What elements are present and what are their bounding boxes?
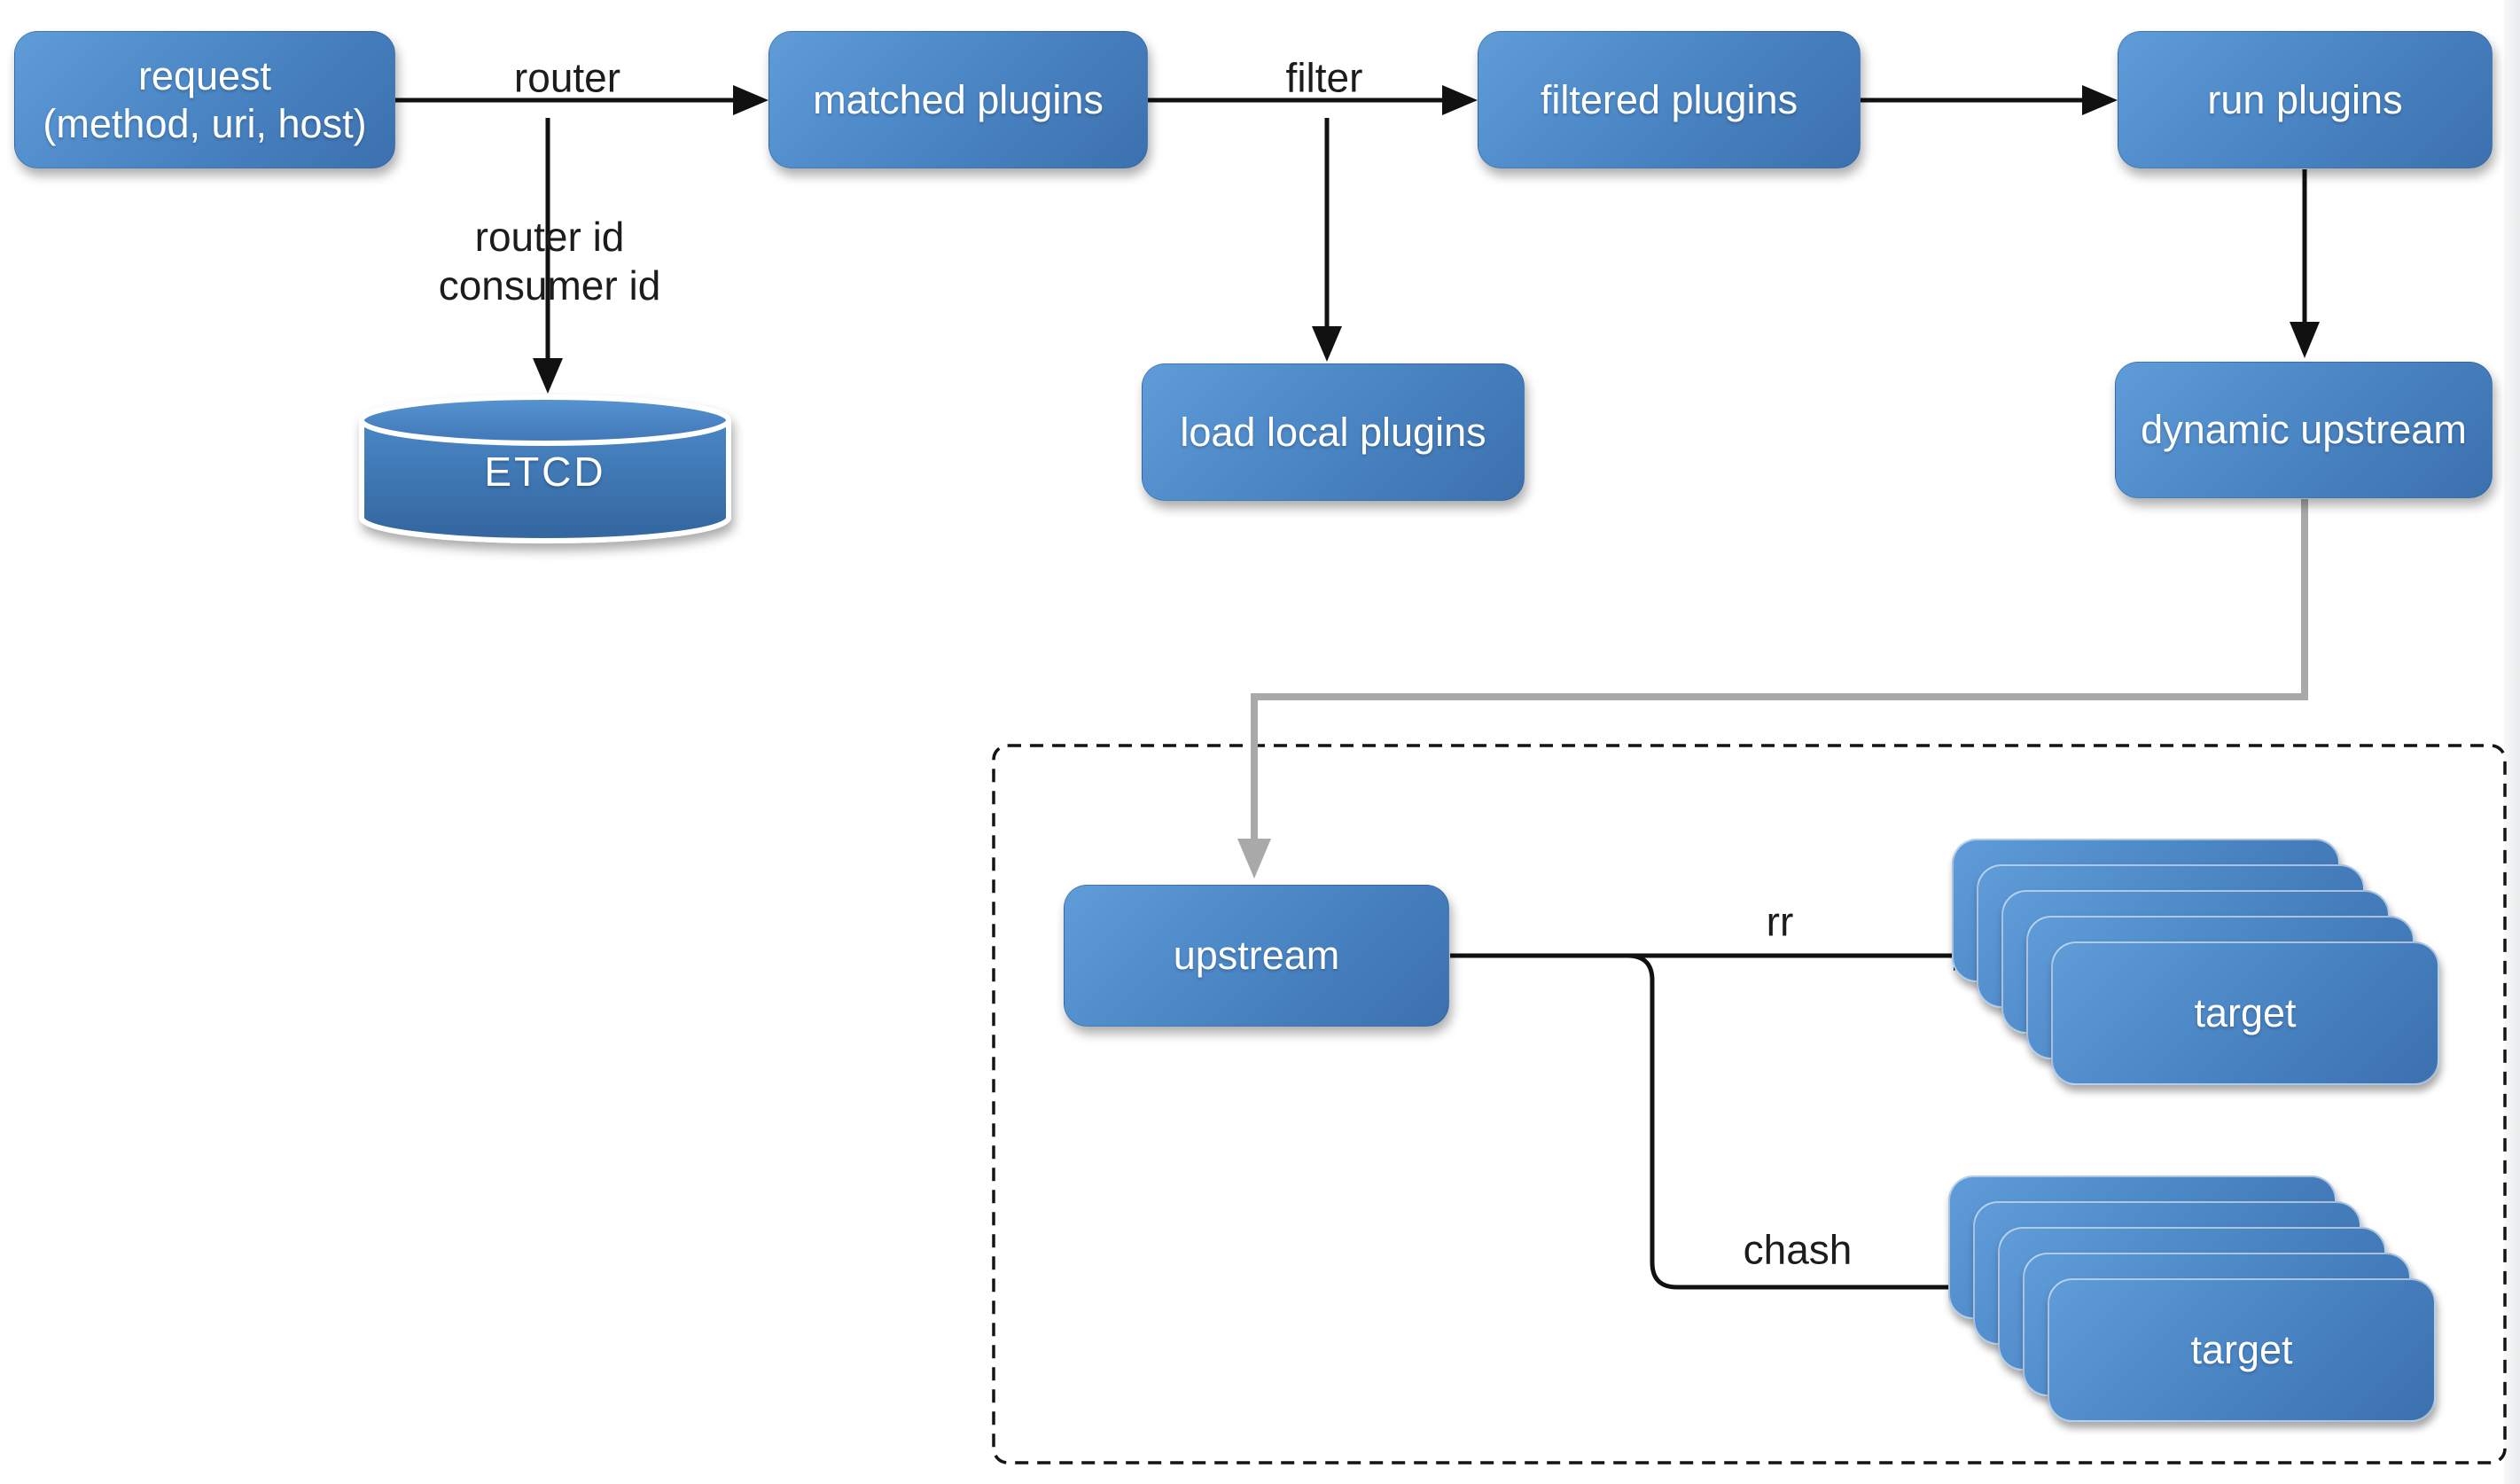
edge-label-rr: rr [1766, 898, 1794, 945]
node-load-local-plugins-label: load local plugins [1180, 409, 1486, 455]
node-etcd-label: ETCD [484, 449, 606, 495]
node-run-plugins: run plugins [2118, 31, 2493, 168]
node-run-plugins-label: run plugins [2207, 76, 2403, 122]
arrowhead-icon [733, 85, 768, 115]
edge-label-ids: router id consumer id [439, 213, 661, 310]
node-matched-plugins-label: matched plugins [813, 76, 1104, 122]
gray-arrowhead-icon [1237, 839, 1271, 879]
node-upstream: upstream [1064, 885, 1449, 1027]
arrowhead-icon [533, 358, 563, 394]
node-load-local-plugins: load local plugins [1142, 363, 1525, 501]
node-dynamic-upstream-label: dynamic upstream [2141, 407, 2467, 452]
target-card-front: target [2048, 1278, 2436, 1422]
node-matched-plugins: matched plugins [768, 31, 1148, 168]
node-filtered-plugins-label: filtered plugins [1540, 76, 1798, 122]
target-stack-chash: target [1948, 1175, 2445, 1428]
node-dynamic-upstream: dynamic upstream [2115, 362, 2493, 498]
arrowhead-icon [2290, 322, 2320, 358]
edge-label-consumer-id: consumer id [438, 262, 661, 309]
target-rr-label: target [2194, 990, 2297, 1035]
node-request-label: request (method, uri, host) [43, 52, 367, 146]
node-filtered-plugins: filtered plugins [1478, 31, 1861, 168]
edge-dynamic-upstream-to-upstream [1251, 499, 2308, 840]
target-card-front: target [2051, 941, 2439, 1085]
arrowhead-icon [1442, 85, 1478, 115]
edge-label-filter: filter [1285, 54, 1363, 101]
arrowhead-icon [2082, 85, 2118, 115]
edge-label-router: router [513, 54, 621, 101]
edge-label-chash: chash [1743, 1226, 1853, 1273]
target-chash-label: target [2190, 1327, 2293, 1372]
node-upstream-label: upstream [1173, 933, 1340, 978]
node-request: request (method, uri, host) [14, 31, 395, 168]
target-stack-rr: target [1952, 839, 2448, 1091]
edge-label-router-id: router id [474, 214, 625, 260]
window-edge-strip [2504, 0, 2520, 1484]
arrowhead-icon [1312, 326, 1342, 362]
